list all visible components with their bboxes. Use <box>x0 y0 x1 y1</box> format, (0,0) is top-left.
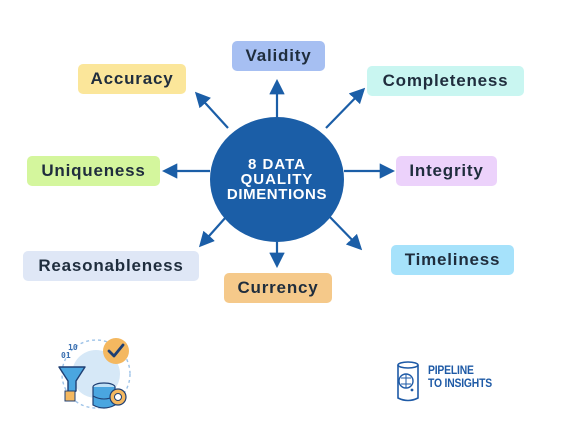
dimension-integrity: Integrity <box>396 156 497 186</box>
hub-title-line-2: QUALITY <box>240 170 314 188</box>
center-hub: 8 DATA QUALITY DIMENTIONS <box>210 117 344 242</box>
data-quality-icon: 01 10 <box>58 338 131 409</box>
arrow-completeness <box>325 87 366 129</box>
arrow-timeliness <box>326 213 363 251</box>
dimension-validity: Validity <box>232 41 325 71</box>
dimension-timeliness: Timeliness <box>391 245 514 275</box>
hub-title-line-1: 8 DATA <box>248 155 306 173</box>
dimension-accuracy: Accuracy <box>78 64 186 94</box>
dimension-currency: Currency <box>224 273 332 303</box>
hub-title-line-3: DIMENTIONS <box>226 186 328 204</box>
dimension-reasonableness: Reasonableness <box>23 251 199 281</box>
brand-logo: PIPELINE TO INSIGHTS <box>392 361 502 403</box>
brand-line-1: PIPELINE <box>428 365 474 377</box>
dimension-completeness: Completeness <box>367 66 524 96</box>
svg-text:01: 01 <box>61 351 71 360</box>
brand-line-2: TO INSIGHTS <box>428 378 492 390</box>
brand-name: PIPELINE TO INSIGHTS <box>428 365 492 391</box>
svg-text:10: 10 <box>68 343 78 352</box>
arrow-reasonableness <box>198 216 227 248</box>
pipeline-logo-icon <box>397 361 419 402</box>
arrow-accuracy <box>194 91 229 129</box>
dimension-uniqueness: Uniqueness <box>27 156 160 186</box>
